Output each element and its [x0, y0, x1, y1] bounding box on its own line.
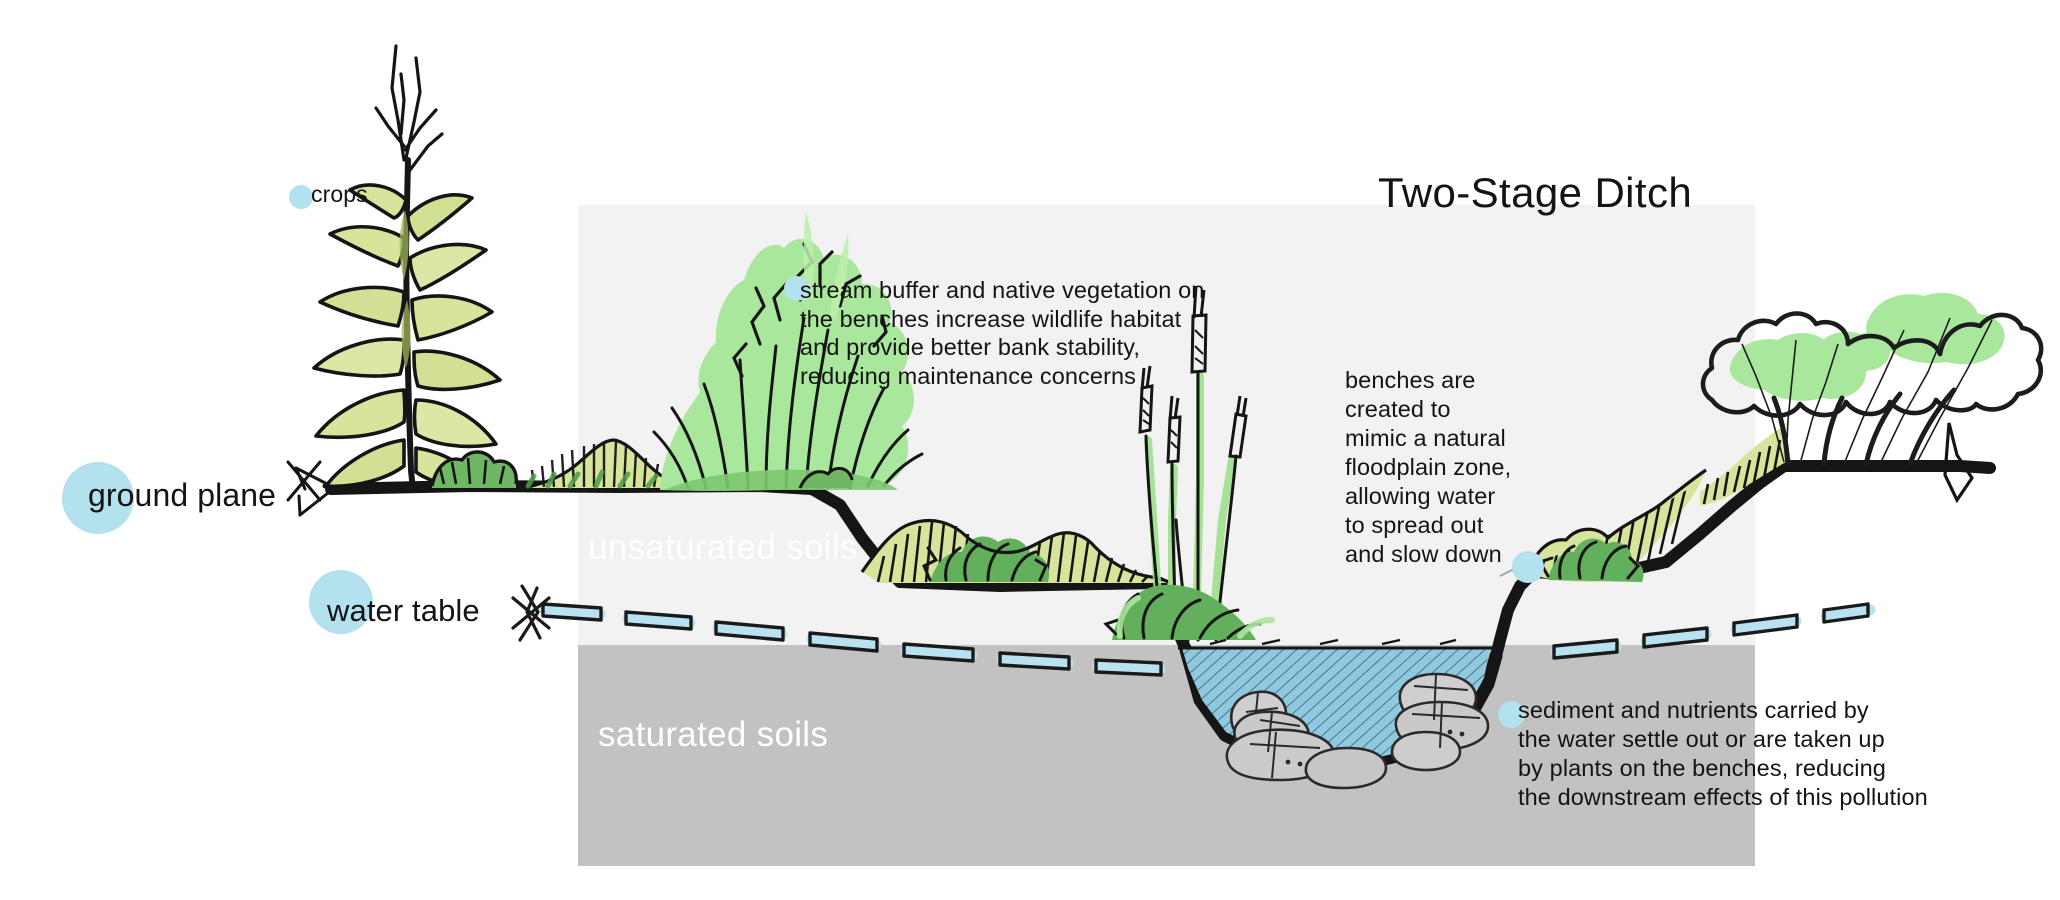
soil-panel [578, 205, 1755, 866]
right-bench-vegetation [1526, 468, 1707, 582]
corn-plant [312, 44, 502, 493]
water-table-line [511, 584, 1876, 677]
callout-dot-ground-plane [62, 462, 134, 534]
right-ground-pointer [1943, 422, 1974, 504]
benches-note: benches are created to mimic a natural f… [1345, 367, 1512, 568]
diagram-title: Two-Stage Ditch [1378, 169, 1693, 216]
grass-mound-left [523, 438, 695, 490]
stream-buffer-note: stream buffer and native vegetation on t… [800, 277, 1205, 389]
ground-plane-label: ground plane [88, 477, 277, 513]
callout-dot-stream-buffer [784, 276, 809, 301]
channel-rocks [1225, 672, 1490, 790]
saturated-soils-label: saturated soils [598, 715, 829, 754]
callout-dot-benches [1512, 551, 1544, 583]
callout-dot-sediment [1498, 701, 1525, 728]
saturated-soil-band [578, 645, 1755, 866]
callout-dot-crops [289, 185, 313, 209]
cattail-plants [1103, 285, 1275, 642]
callout-dot-water-table [309, 570, 373, 634]
field-edge-shrubs [430, 450, 518, 488]
stream-buffer-grass-tuft [652, 212, 924, 491]
sediment-note: sediment and nutrients carried by the wa… [1518, 697, 1928, 811]
unsaturated-soils-label: unsaturated soils [588, 528, 858, 567]
left-bench-vegetation [860, 518, 1171, 585]
right-slope-grass [1700, 428, 1786, 506]
field-edge-shrub-right [798, 466, 854, 489]
water-table-label: water table [327, 593, 480, 628]
crops-label: crops [311, 181, 368, 207]
riparian-shrub-tree [1700, 292, 2044, 467]
